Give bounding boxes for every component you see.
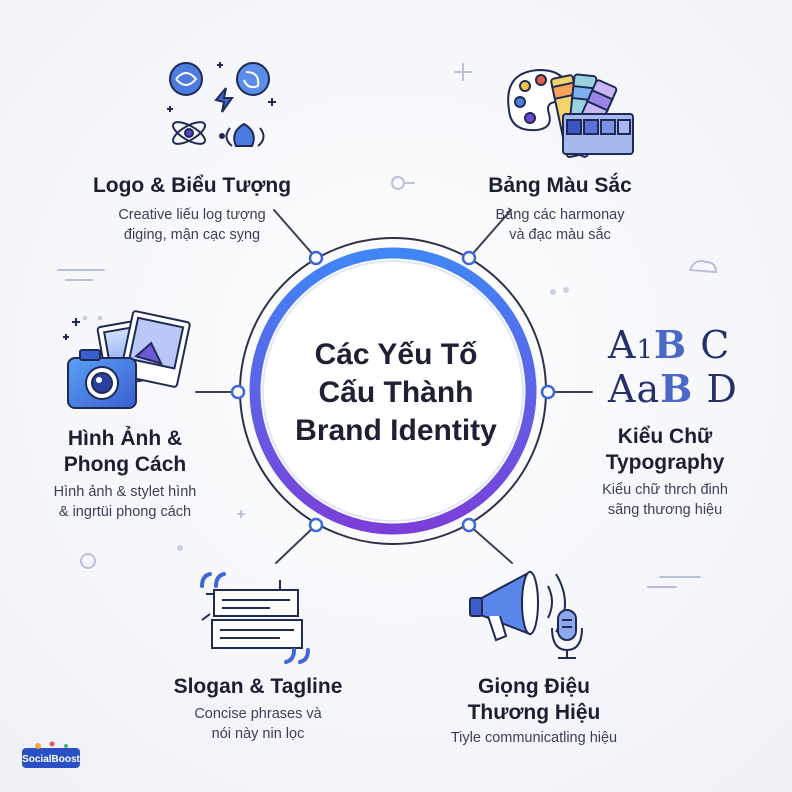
color-title: Bảng Màu Sắc <box>488 174 632 197</box>
typo-letter-b: B <box>654 322 688 367</box>
image-title-line2: Phong Cách <box>63 453 187 476</box>
typo-letter-b2: B <box>660 366 694 411</box>
voice-desc: Tiyle communicatling hiệu <box>424 728 644 748</box>
center-ring <box>249 247 537 535</box>
typography-letters-icon: A1B C <box>608 322 730 367</box>
typography-title: Kiểu Chữ Typography <box>580 424 750 476</box>
voice-desc-line1: Tiyle communicatling hiệu <box>450 730 618 746</box>
image-desc-line1: Hình ảnh & stylet hình <box>53 484 197 500</box>
typo-letters-aa: Aa <box>608 367 661 411</box>
color-desc: Bảng các harmonay và đạc màu sắc <box>470 205 650 245</box>
typography-desc: Kiểu chữ thrch đinh sãng thương hiệu <box>570 480 760 520</box>
center-title-line3: Brand Identity <box>295 414 497 447</box>
decorative-dots <box>82 287 569 551</box>
typography-desc-line2: sãng thương hiệu <box>607 502 723 518</box>
color-palette-icon <box>507 68 634 158</box>
socialboost-logo: SocialBoost <box>22 741 81 768</box>
typo-digit-1: 1 <box>636 335 654 365</box>
slogan-desc-line1: Concise phrases và <box>194 706 322 722</box>
logo-desc-line2: điging, mận cạc sỵng <box>123 227 261 243</box>
svg-text:SocialBoost: SocialBoost <box>22 754 80 765</box>
connector-lines <box>195 209 593 564</box>
typography-letters-row2: AaB D <box>608 366 738 411</box>
typo-letter-c: C <box>687 323 731 367</box>
slogan-title: Slogan & Tagline <box>173 675 343 698</box>
color-desc-line2: và đạc màu sắc <box>509 227 611 243</box>
voice-title-line2: Thương Hiệu <box>467 701 601 724</box>
decorative-marks <box>57 63 718 588</box>
voice-title: Giọng Điệu Thương Hiệu <box>454 674 614 726</box>
voice-title-line1: Giọng Điệu <box>478 675 590 698</box>
slogan-desc: Concise phrases và nói này nin lọc <box>156 704 360 744</box>
typography-title-line2: Typography <box>605 451 725 474</box>
typography-desc-line1: Kiểu chữ thrch đinh <box>602 482 728 498</box>
center-title: Các Yếu Tố Cấu Thành Brand Identity <box>276 336 516 450</box>
color-desc-line1: Bảng các harmonay <box>495 207 625 223</box>
inner-ring-glow <box>262 260 524 522</box>
center-title-line1: Các Yếu Tố <box>314 338 478 371</box>
typo-letter-a: A <box>608 323 637 367</box>
megaphone-microphone-icon <box>469 570 583 659</box>
typo-letter-d: D <box>693 367 738 411</box>
typography-title-line1: Kiểu Chữ <box>617 425 713 448</box>
quote-speech-icon <box>200 572 310 664</box>
image-desc-line2: & ingrtüi phong cách <box>58 504 192 520</box>
logo-desc-line1: Creative liếu log tượng <box>118 207 266 223</box>
image-title-line1: Hình Ảnh & <box>67 427 183 450</box>
logo-symbols-icon <box>167 62 276 147</box>
logo-desc: Creative liếu log tượng điging, mận cạc … <box>86 205 298 245</box>
center-title-line2: Cấu Thành <box>318 376 474 409</box>
slogan-desc-line2: nói này nin lọc <box>211 726 305 742</box>
connector-nodes <box>230 250 556 533</box>
image-desc: Hình ảnh & stylet hình & ingrtüi phong c… <box>30 482 220 522</box>
logo-title: Logo & Biểu Tượng <box>92 174 292 197</box>
camera-photos-icon <box>63 310 191 409</box>
image-title: Hình Ảnh & Phong Cách <box>40 426 210 478</box>
